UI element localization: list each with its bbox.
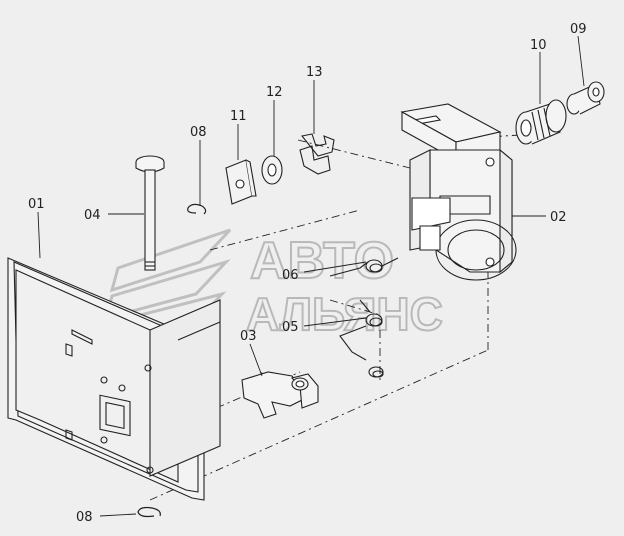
label-02: 02 xyxy=(550,210,567,225)
label-01: 01 xyxy=(28,197,45,212)
part-04-pin xyxy=(135,155,165,271)
label-12: 12 xyxy=(266,85,283,100)
label-10: 10 xyxy=(530,38,547,53)
part-03-latch xyxy=(241,371,319,419)
label-06: 06 xyxy=(282,268,299,283)
label-13: 13 xyxy=(306,65,323,80)
part-02-bracket xyxy=(400,103,517,281)
part-05-spring xyxy=(339,299,384,378)
part-01-cover-plate xyxy=(7,257,221,501)
part-12-washer xyxy=(261,155,283,185)
part-08-clip-lower xyxy=(137,506,161,518)
part-13-spring-clip xyxy=(299,133,335,175)
label-08-upper: 08 xyxy=(190,125,207,140)
label-03: 03 xyxy=(240,329,257,344)
watermark-line2: АЛЬЯНС xyxy=(246,288,443,340)
part-11-nut xyxy=(225,159,257,205)
part-08-clip-upper xyxy=(187,203,207,215)
label-05: 05 xyxy=(282,320,299,335)
label-09: 09 xyxy=(570,22,587,37)
callout-labels: 01 02 03 04 05 06 08 08 09 10 11 12 13 xyxy=(28,22,587,525)
part-10-lock-cylinder xyxy=(515,99,567,145)
part-06-spring xyxy=(329,257,399,277)
label-08-lower: 08 xyxy=(76,510,93,525)
label-11: 11 xyxy=(230,109,247,124)
label-04: 04 xyxy=(84,208,101,223)
part-09-key-insert xyxy=(566,81,605,115)
leader-lines xyxy=(37,35,585,517)
watermark-line1: АВТО xyxy=(250,232,394,290)
